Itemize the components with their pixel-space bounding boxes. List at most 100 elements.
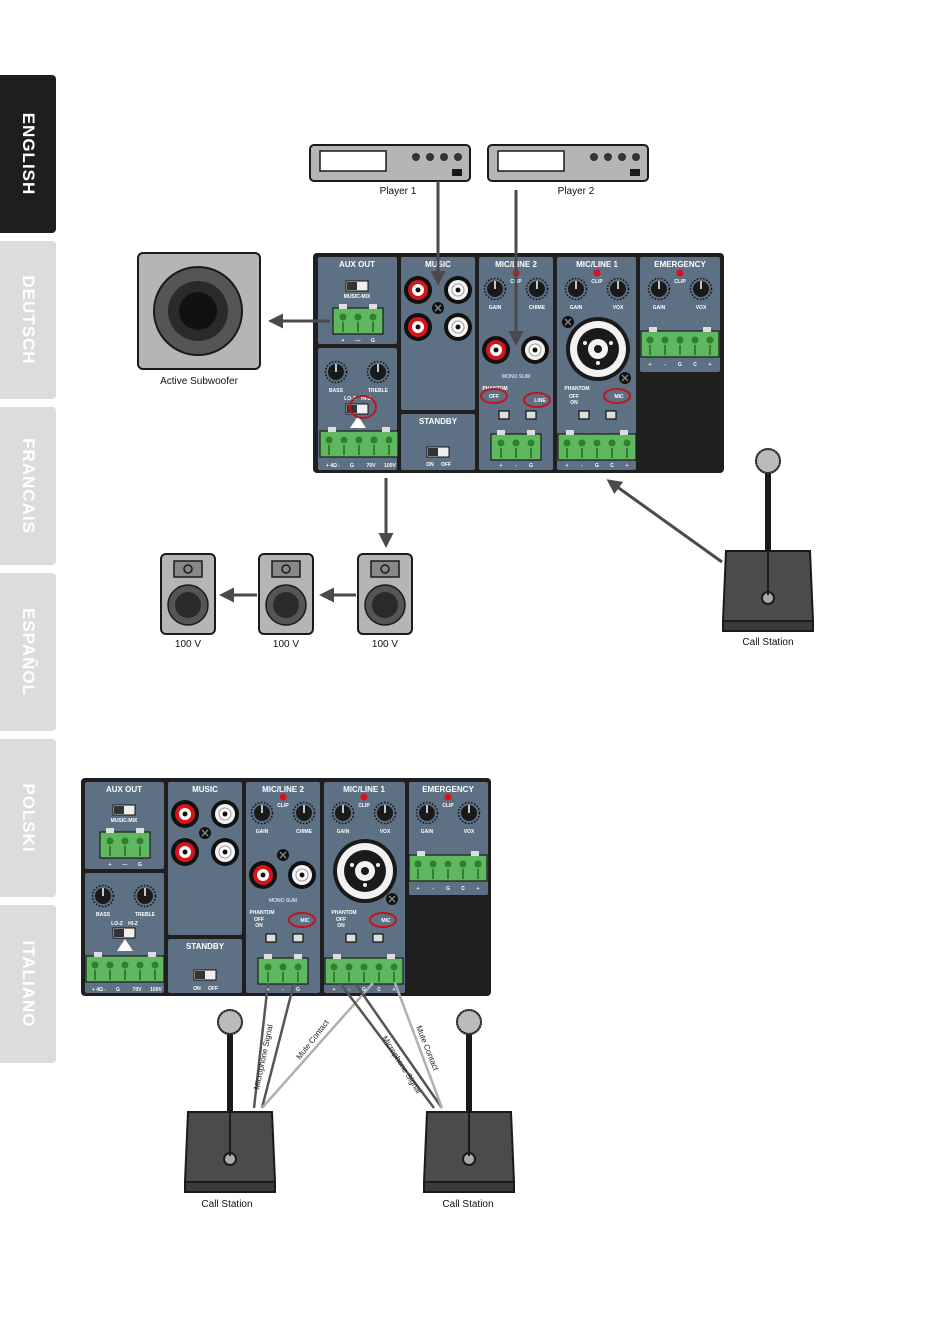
mono-sum-label: MONO SUM — [269, 898, 297, 904]
mic1-terminal-label: C — [377, 987, 381, 993]
standby-switch[interactable] — [426, 446, 450, 458]
mic2-rca-right[interactable] — [287, 860, 317, 890]
player-1 — [309, 144, 471, 182]
mic2-rca-left[interactable] — [482, 336, 510, 364]
aux-terminal — [332, 303, 384, 335]
music-rca-2-right[interactable] — [443, 312, 473, 342]
treble-label: TREBLE — [135, 912, 156, 918]
phantom-button[interactable] — [498, 410, 510, 420]
emergency-terminal-label: + — [709, 362, 712, 368]
tab-italiano[interactable]: ITALIANO — [0, 905, 56, 1063]
phantom-off-label: OFF — [569, 394, 579, 400]
music-rca-1-right[interactable] — [443, 275, 473, 305]
tab-deutsch[interactable]: DEUTSCH — [0, 241, 56, 399]
microphone-signal-wire-2 — [339, 982, 435, 1109]
mute-contact-wire-2 — [393, 982, 444, 1109]
hi-z-label: HI-Z — [361, 396, 371, 402]
tab-english[interactable]: ENGLISH — [0, 75, 56, 233]
aux-terminal-label: G — [371, 338, 375, 344]
chime-label: CHIME — [296, 829, 313, 835]
music-mix-switch[interactable] — [345, 280, 369, 292]
music-rca-1-left[interactable] — [171, 800, 199, 828]
mute-contact-label: Mute Contact — [414, 1024, 440, 1072]
mic2-rca-right[interactable] — [520, 335, 550, 365]
mic-line-button[interactable] — [292, 933, 304, 943]
emergency-terminal-label: G — [446, 886, 450, 892]
speaker-terminal-label: + 4Ω - — [326, 463, 340, 469]
aux-terminal-label: G — [138, 862, 142, 868]
treble-label: TREBLE — [368, 388, 389, 394]
speaker-terminal-label: 100V — [150, 987, 162, 993]
subwoofer — [137, 252, 261, 370]
xlr-combo-jack[interactable] — [333, 839, 397, 903]
mic-line-button[interactable] — [605, 410, 617, 420]
music-rca-2-right[interactable] — [210, 837, 240, 867]
xlr-combo-jack[interactable] — [566, 317, 630, 381]
mic-line-2-title: MIC/LINE 2 — [262, 785, 304, 794]
screw-icon — [276, 848, 290, 862]
mic1-terminal-label: - — [348, 987, 350, 993]
mic1-terminal-label: C — [610, 463, 614, 469]
phantom-button[interactable] — [265, 933, 277, 943]
tab-espanol[interactable]: ESPAÑOL — [0, 573, 56, 731]
phantom-off-label: OFF — [489, 394, 499, 400]
standby-title: STANDBY — [419, 417, 458, 426]
clip-label: CLIP — [277, 803, 289, 809]
speaker-terminal-label: G — [350, 463, 354, 469]
music-rca-2-left[interactable] — [404, 313, 432, 341]
mic-line-1-title: MIC/LINE 1 — [343, 785, 385, 794]
music-rca-2-left[interactable] — [171, 838, 199, 866]
mic1-terminal-label: G — [362, 987, 366, 993]
gain-label: GAIN — [256, 829, 269, 835]
speaker-terminal-label: + 4Ω - — [92, 987, 106, 993]
microphone-signal-wire-1 — [252, 982, 270, 1109]
mic2-rca-left[interactable] — [249, 861, 277, 889]
mic-line-button[interactable] — [525, 410, 537, 420]
speaker-100v — [357, 553, 413, 635]
music-mix-switch[interactable] — [112, 804, 136, 816]
music-rca-1-left[interactable] — [404, 276, 432, 304]
amplifier-panel-2: AUX OUT MUSIC-MIX BASS TREBLE LO-Z HI-Z … — [81, 778, 491, 996]
standby-off: OFF — [208, 986, 218, 992]
emergency-terminal-label: C — [693, 362, 697, 368]
hi-z-label: HI-Z — [128, 921, 138, 927]
phantom-button[interactable] — [345, 933, 357, 943]
mic1-terminal-label: G — [595, 463, 599, 469]
clip-label: CLIP — [442, 803, 454, 809]
speaker-terminal-label: 100V — [384, 463, 396, 469]
aux-terminal-label: + — [109, 862, 112, 868]
speaker-out-terminal — [85, 951, 165, 983]
phantom-button[interactable] — [578, 410, 590, 420]
mic2-terminal-label: G — [296, 987, 300, 993]
player-1-label: Player 1 — [380, 186, 417, 197]
clip-label: CLIP — [674, 279, 686, 285]
impedance-highlight — [349, 395, 377, 419]
player-2-label: Player 2 — [558, 186, 595, 197]
music-rca-1-right[interactable] — [210, 799, 240, 829]
speaker-label: 100 V — [175, 639, 201, 650]
mic-label: MIC — [614, 394, 624, 400]
phantom-label: PHANTOM — [249, 910, 274, 916]
vox-label: VOX — [696, 305, 707, 311]
mic-line-button[interactable] — [372, 933, 384, 943]
phantom-off-label: OFF — [254, 917, 264, 923]
microphone-signal-label: Microphone Signal — [252, 1024, 275, 1091]
call-station-cable — [606, 479, 723, 564]
emergency-title: EMERGENCY — [422, 785, 474, 794]
emergency-terminal — [640, 326, 720, 358]
emergency-terminal-label: + — [417, 886, 420, 892]
clip-led — [676, 269, 684, 277]
mute-contact-label: Mute Contact — [294, 1018, 331, 1062]
clip-led — [360, 793, 368, 801]
standby-switch[interactable] — [193, 969, 217, 981]
tab-polski[interactable]: POLSKI — [0, 739, 56, 897]
impedance-switch[interactable] — [112, 927, 136, 939]
amplifier-panel-1: AUX OUT MUSIC-MIX BASS TREBLE LO-Z HI-Z … — [313, 253, 724, 473]
tab-francais[interactable]: FRANCAIS — [0, 407, 56, 565]
mic2-terminal — [490, 429, 542, 461]
mic1-terminal-label: + — [566, 463, 569, 469]
phantom-off-label: OFF — [336, 917, 346, 923]
clip-label: CLIP — [358, 803, 370, 809]
lo-z-label: LO-Z — [344, 396, 356, 402]
